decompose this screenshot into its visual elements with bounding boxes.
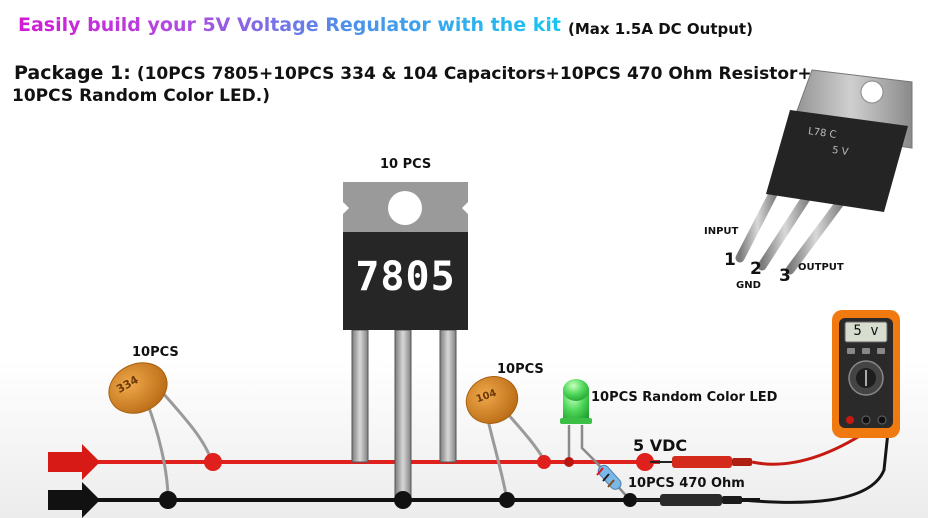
resistor-band-2	[602, 473, 610, 482]
package-line-2: 10PCS Random Color LED.)	[12, 86, 270, 106]
pinout-body	[766, 110, 908, 212]
pin3-leg	[785, 195, 847, 275]
regulator-gnd-junction	[394, 491, 412, 509]
pinout-input-label: INPUT	[704, 226, 739, 237]
led-label: 10PCS Random Color LED	[591, 390, 778, 405]
cap104-ground-junction	[499, 492, 515, 508]
cap334-lead-ground	[144, 399, 170, 501]
cap104-positive-junction	[537, 455, 551, 469]
black-probe	[636, 431, 890, 506]
meter-aux-jack	[877, 415, 887, 425]
positive-input-arrow	[48, 444, 100, 480]
cap334-lead-positive	[160, 391, 214, 463]
led-cathode-lead	[580, 425, 597, 463]
capacitor-334	[108, 362, 214, 501]
regulator-gnd-leg	[394, 329, 412, 501]
resistor-band-3	[607, 479, 615, 488]
red-probe	[650, 430, 867, 468]
capacitor-104	[465, 376, 547, 501]
to220-pinout	[735, 69, 913, 275]
pinout-pin3-number: 3	[779, 266, 791, 286]
resistor-body	[597, 464, 622, 490]
cap104-body	[465, 376, 519, 424]
package-lead: Package 1:	[14, 62, 131, 84]
regulator-input-leg	[351, 329, 369, 463]
meter-reading: 5 v	[853, 323, 879, 339]
page-title: Easily build your 5V Voltage Regulator w…	[18, 14, 561, 36]
max-output-note: (Max 1.5A DC Output)	[568, 20, 753, 38]
regulator-body	[343, 232, 468, 330]
pin1-leg	[735, 185, 780, 263]
cap334-positive-junction	[204, 453, 222, 471]
meter-com-jack	[861, 415, 871, 425]
regulator-part-number: 7805	[355, 254, 456, 300]
multimeter	[832, 310, 900, 438]
regulator-output-leg	[439, 329, 457, 463]
resistor-470-ohm	[595, 461, 631, 501]
pinout-output-label: OUTPUT	[798, 262, 844, 273]
output-voltage-label: 5 VDC	[633, 436, 688, 455]
led	[560, 379, 597, 463]
pinout-pin1-number: 1	[724, 250, 736, 270]
pinout-mount-hole	[860, 80, 884, 104]
cap104-lead-positive	[504, 411, 547, 463]
package-line-1: Package 1: (10PCS 7805+10PCS 334 & 104 C…	[14, 62, 812, 84]
regulator-qty-label: 10 PCS	[380, 157, 432, 172]
regulator-mount-hole	[388, 191, 422, 225]
package-contents-1: (10PCS 7805+10PCS 334 & 104 Capacitors+1…	[136, 64, 812, 84]
ground-input-arrow	[48, 482, 100, 518]
led-junction	[564, 457, 574, 467]
cap104-qty-label: 10PCS	[497, 362, 544, 377]
meter-lcd	[844, 321, 888, 343]
cap334-ground-junction	[159, 491, 177, 509]
pin2-leg	[757, 190, 813, 271]
cap334-body	[108, 362, 168, 414]
pinout-pin2-number: 2	[750, 259, 762, 279]
resistor-ground-junction	[623, 493, 637, 507]
output-terminal	[636, 453, 654, 471]
regulator-7805	[343, 182, 468, 501]
cap334-qty-label: 10PCS	[132, 345, 179, 360]
led-dome	[563, 379, 589, 401]
resistor-label: 10PCS 470 Ohm	[628, 476, 745, 491]
pinout-marking-2: 5 V	[831, 144, 850, 159]
resistor-band-1	[596, 467, 604, 476]
led-rim	[560, 418, 592, 424]
pinout-gnd-label: GND	[736, 280, 761, 291]
meter-red-jack	[846, 416, 854, 424]
